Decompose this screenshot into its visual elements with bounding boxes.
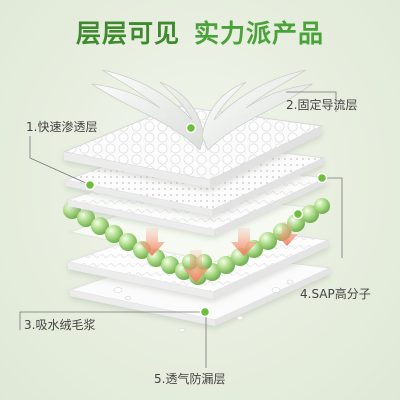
callout-leader-lines [19,91,343,368]
callout-fast-penetration: 1.快速渗透层 [26,120,98,134]
headline-part-b: 实力派产品 [194,19,325,48]
callout-breathable-sheet: 5.透气防漏层 [154,372,226,386]
splash-droplets [113,279,294,333]
callout-fluff-pulp: 3.吸水绒毛浆 [24,318,96,332]
headline-part-a: 层层可见 [75,19,180,48]
water-splash-wings [91,69,314,151]
headline: 层层可见实力派产品 [0,14,400,50]
callout-flow-guide: 2.固定导流层 [286,98,358,112]
callout-sap-polymer: 4.SAP高分子 [300,287,371,301]
downflow-arrows [139,222,298,283]
marker-dots [84,122,328,318]
